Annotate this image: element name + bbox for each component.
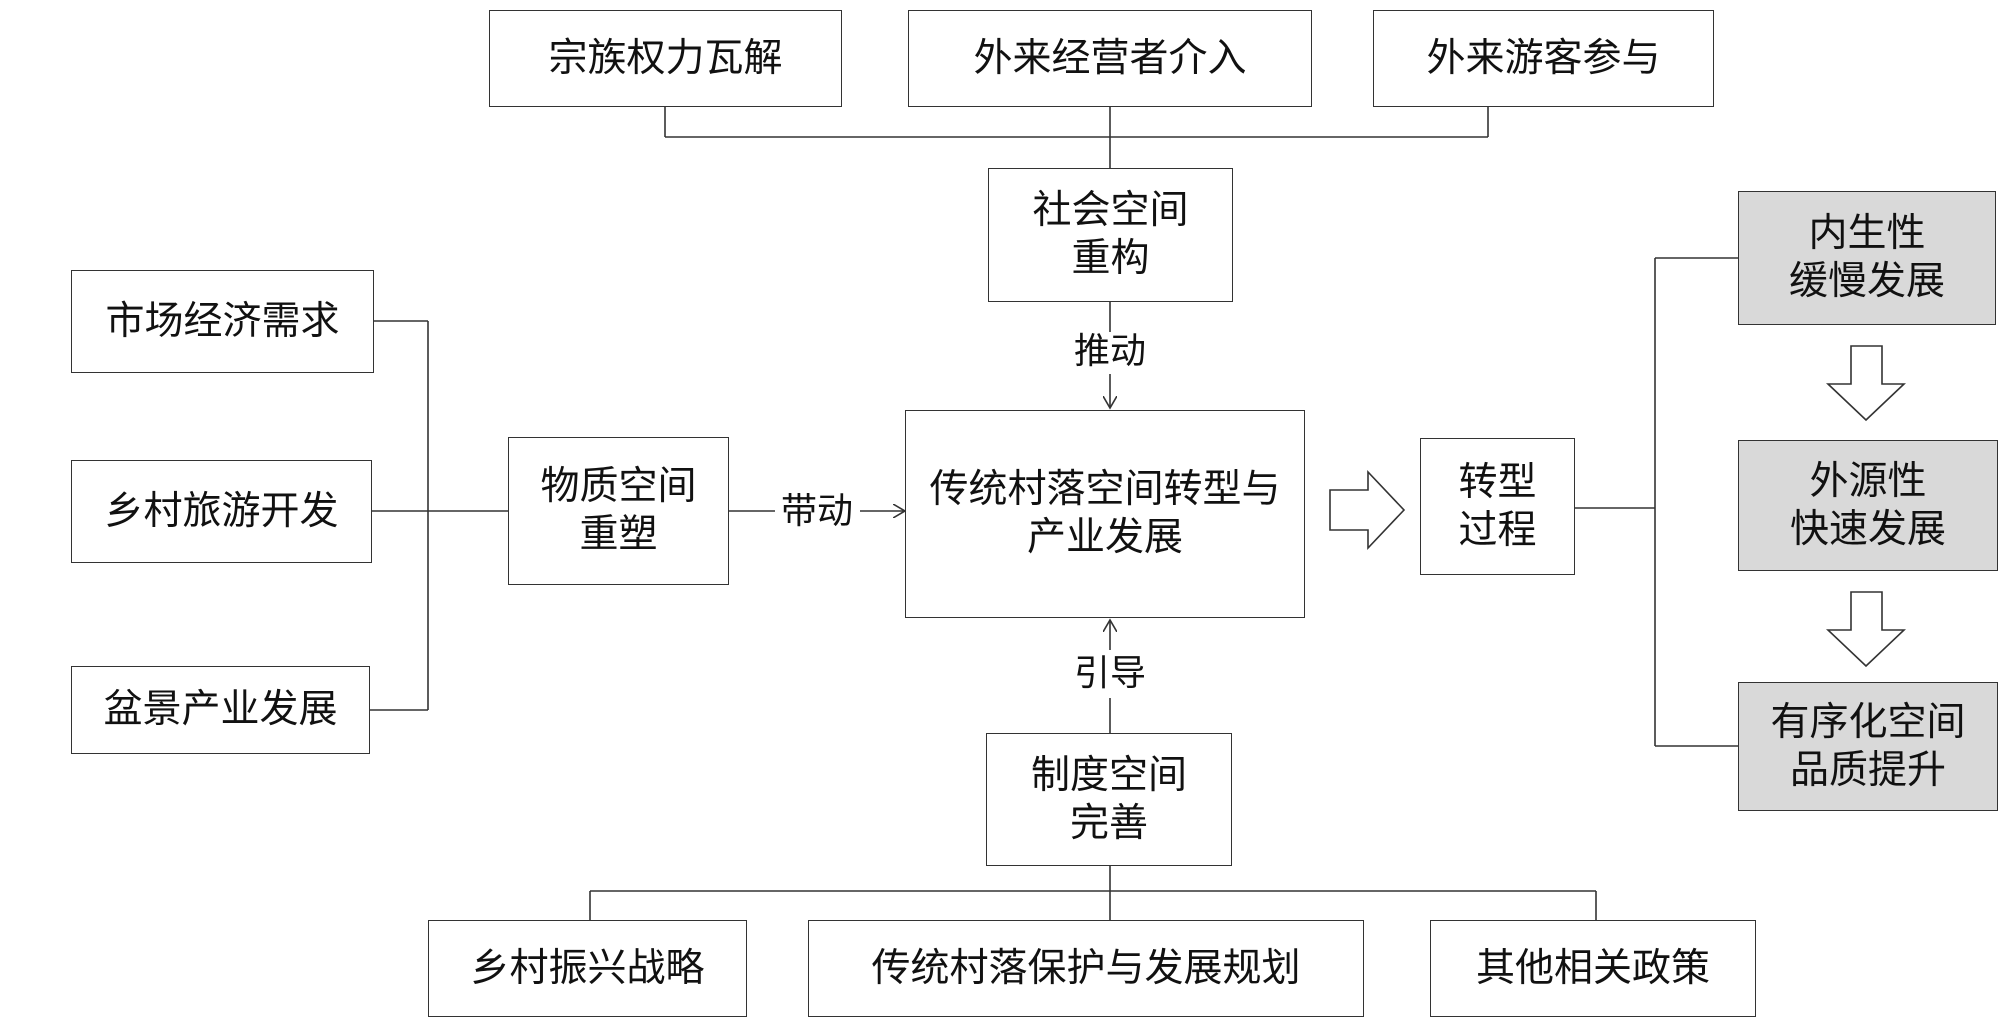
top-factor-tourists: 外来游客参与	[1373, 10, 1714, 107]
institutional-space-box: 制度空间 完善	[986, 733, 1232, 866]
top-factor-clan-power: 宗族权力瓦解	[489, 10, 842, 107]
social-space-box: 社会空间 重构	[988, 168, 1233, 302]
push-label: 推动	[1070, 334, 1151, 370]
left-factor-market-demand: 市场经济需求	[71, 270, 374, 373]
bottom-factor-rural-revitalization: 乡村振兴战略	[428, 920, 747, 1017]
top-factor-external-operators: 外来经营者介入	[908, 10, 1312, 107]
stage-exogenous-rapid: 外源性 快速发展	[1738, 440, 1998, 571]
block-arrow-down-2	[1825, 591, 1907, 668]
stage-endogenous-slow: 内生性 缓慢发展	[1738, 191, 1996, 325]
drive-label: 带动	[777, 494, 858, 530]
left-factor-bonsai-industry: 盆景产业发展	[71, 666, 370, 754]
block-arrow-down-1	[1825, 345, 1907, 422]
transition-process-box: 转型 过程	[1420, 438, 1575, 575]
core-transformation-box: 传统村落空间转型与 产业发展	[905, 410, 1305, 618]
bottom-factor-other-policies: 其他相关政策	[1430, 920, 1756, 1017]
guide-label: 引导	[1070, 656, 1151, 692]
left-factor-rural-tourism: 乡村旅游开发	[71, 460, 372, 563]
material-space-box: 物质空间 重塑	[508, 437, 729, 585]
bottom-factor-protection-plan: 传统村落保护与发展规划	[808, 920, 1364, 1017]
block-arrow-right	[1329, 469, 1406, 551]
stage-orderly-quality: 有序化空间 品质提升	[1738, 682, 1998, 811]
